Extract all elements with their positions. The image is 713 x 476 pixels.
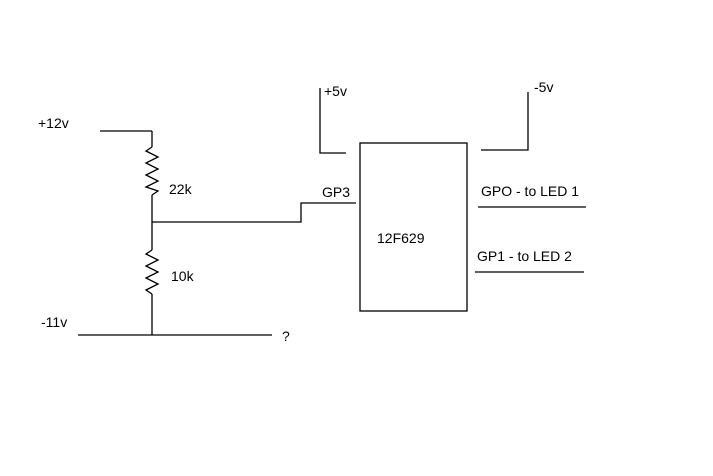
gp3-label: GP3 — [322, 184, 350, 200]
minus11-label: -11v — [41, 314, 67, 330]
gp0-label: GPO - to LED 1 — [481, 183, 579, 199]
plus5-wire — [319, 88, 346, 154]
chip-label: 12F629 — [377, 230, 425, 246]
plus5-label: +5v — [324, 83, 347, 99]
unknown-label: ? — [282, 328, 290, 344]
resistor-10k — [144, 249, 160, 295]
minus5-wire — [481, 92, 529, 151]
gp3-wire — [152, 202, 356, 223]
resistor-22k-label: 22k — [169, 181, 193, 197]
plus12-label: +12v — [38, 115, 69, 131]
chip-12f629-body — [359, 142, 468, 312]
resistor-22k — [144, 146, 160, 196]
gp1-label: GP1 - to LED 2 — [477, 248, 572, 264]
resistor-10k-label: 10k — [171, 268, 195, 284]
minus5-label: -5v — [534, 79, 553, 95]
